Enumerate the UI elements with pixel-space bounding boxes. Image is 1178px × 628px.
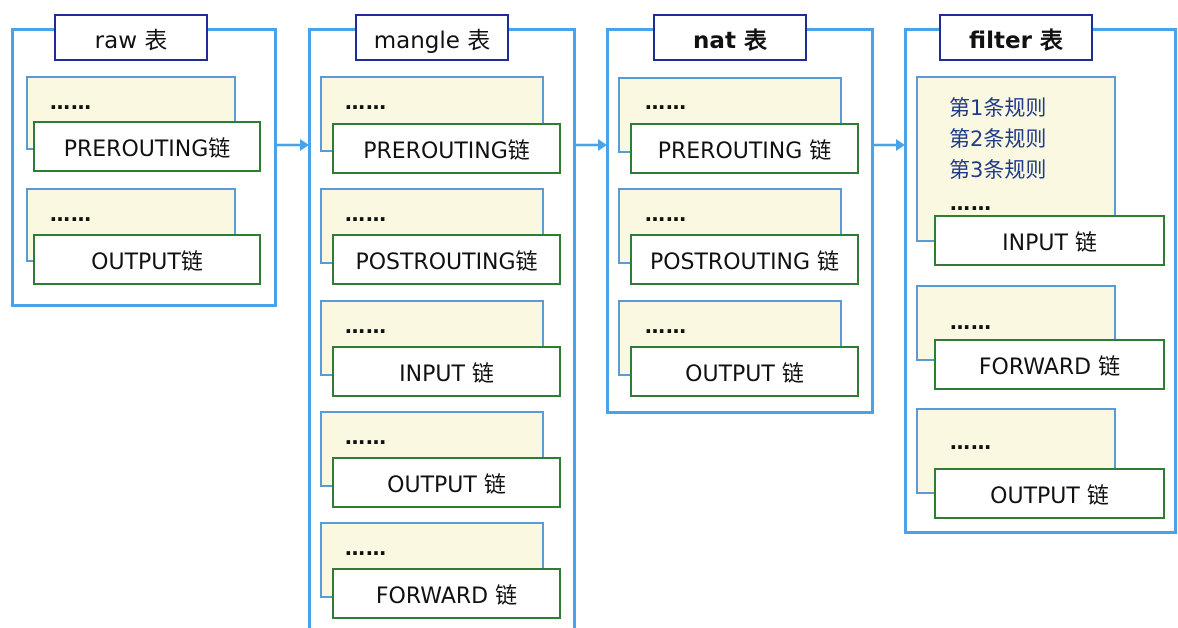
raw-table-title: raw 表 [54,14,208,61]
raw-output-chain: OUTPUT链 [33,234,261,285]
mangle-input-chain: INPUT 链 [332,346,561,397]
mangle-table-title: mangle 表 [355,14,509,61]
raw-chain-1-dots: …… [50,90,92,114]
filter-input-chain: INPUT 链 [934,215,1165,266]
nat-output-chain: OUTPUT 链 [630,346,859,397]
arrow-raw-to-mangle [276,139,309,151]
arrow-mangle-to-nat [575,139,607,151]
nat-chain-2-dots: …… [645,202,687,226]
mangle-prerouting-chain: PREROUTING链 [332,123,561,174]
nat-chain-1-dots: …… [645,90,687,114]
filter-rule-1: 第1条规则 [949,96,1047,120]
filter-chain-3-dots: …… [950,430,992,454]
raw-chain-2-dots: …… [50,202,92,226]
mangle-forward-chain: FORWARD 链 [332,568,561,619]
filter-rule-2: 第2条规则 [949,127,1047,151]
filter-rules-list: 第1条规则 第2条规则 第3条规则 [949,93,1046,186]
nat-prerouting-chain: PREROUTING 链 [630,123,859,174]
filter-chain-1-dots: …… [950,191,992,215]
filter-forward-chain: FORWARD 链 [934,339,1165,390]
nat-chain-3-dots: …… [645,314,687,338]
raw-prerouting-chain: PREROUTING链 [33,121,261,172]
mangle-chain-5-dots: …… [345,536,387,560]
mangle-chain-1-dots: …… [345,90,387,114]
mangle-postrouting-chain: POSTROUTING链 [332,234,561,285]
mangle-output-chain: OUTPUT 链 [332,457,561,508]
mangle-chain-4-dots: …… [345,425,387,449]
mangle-chain-2-dots: …… [345,202,387,226]
arrow-nat-to-filter [873,139,905,151]
mangle-chain-3-dots: …… [345,314,387,338]
filter-rule-3: 第3条规则 [949,158,1047,182]
filter-output-chain: OUTPUT 链 [934,468,1165,519]
filter-table-title: filter 表 [939,14,1093,61]
nat-table-title: nat 表 [653,14,807,61]
nat-postrouting-chain: POSTROUTING 链 [630,234,859,285]
filter-chain-2-dots: …… [950,310,992,334]
